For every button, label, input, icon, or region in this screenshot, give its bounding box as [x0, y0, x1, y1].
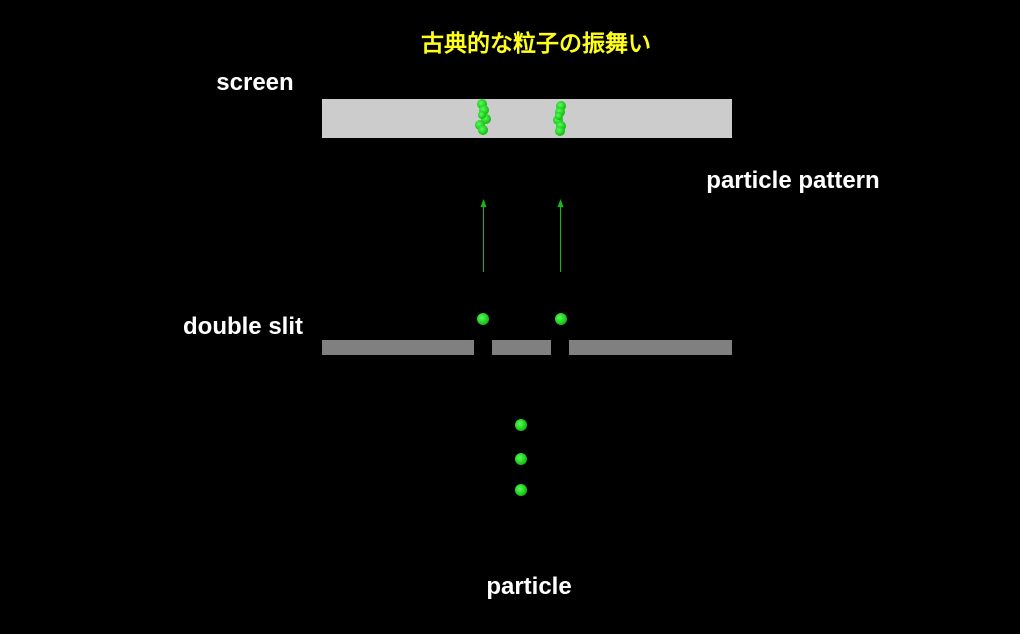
slit-wall-right: [569, 340, 732, 355]
slit-particle-right: [555, 313, 567, 325]
slit-wall-middle: [492, 340, 551, 355]
incoming-particle: [515, 453, 527, 465]
screen-hit-particle: [555, 126, 565, 136]
incoming-particle: [515, 419, 527, 431]
detection-screen: [322, 99, 732, 138]
trajectory-arrow-left: [480, 199, 487, 272]
hit-band-right: [553, 101, 566, 136]
slit-particle-left: [477, 313, 489, 325]
screen-hit-particle: [478, 125, 488, 135]
trajectory-arrow-right: [557, 199, 564, 272]
screen-hit-particle: [555, 112, 563, 120]
screen-label: screen: [216, 69, 293, 96]
hit-band-left: [475, 99, 491, 135]
incoming-particle: [515, 484, 527, 496]
screen-hit-particle: [478, 111, 486, 119]
particle-pattern-label: particle pattern: [706, 167, 879, 194]
particle-label: particle: [486, 573, 571, 600]
slit-wall-left: [322, 340, 474, 355]
double-slit-label: double slit: [183, 313, 303, 340]
double-slit-wall: [322, 340, 732, 355]
diagram-title: 古典的な粒子の振舞い: [421, 30, 651, 57]
incoming-particles: [515, 419, 527, 496]
